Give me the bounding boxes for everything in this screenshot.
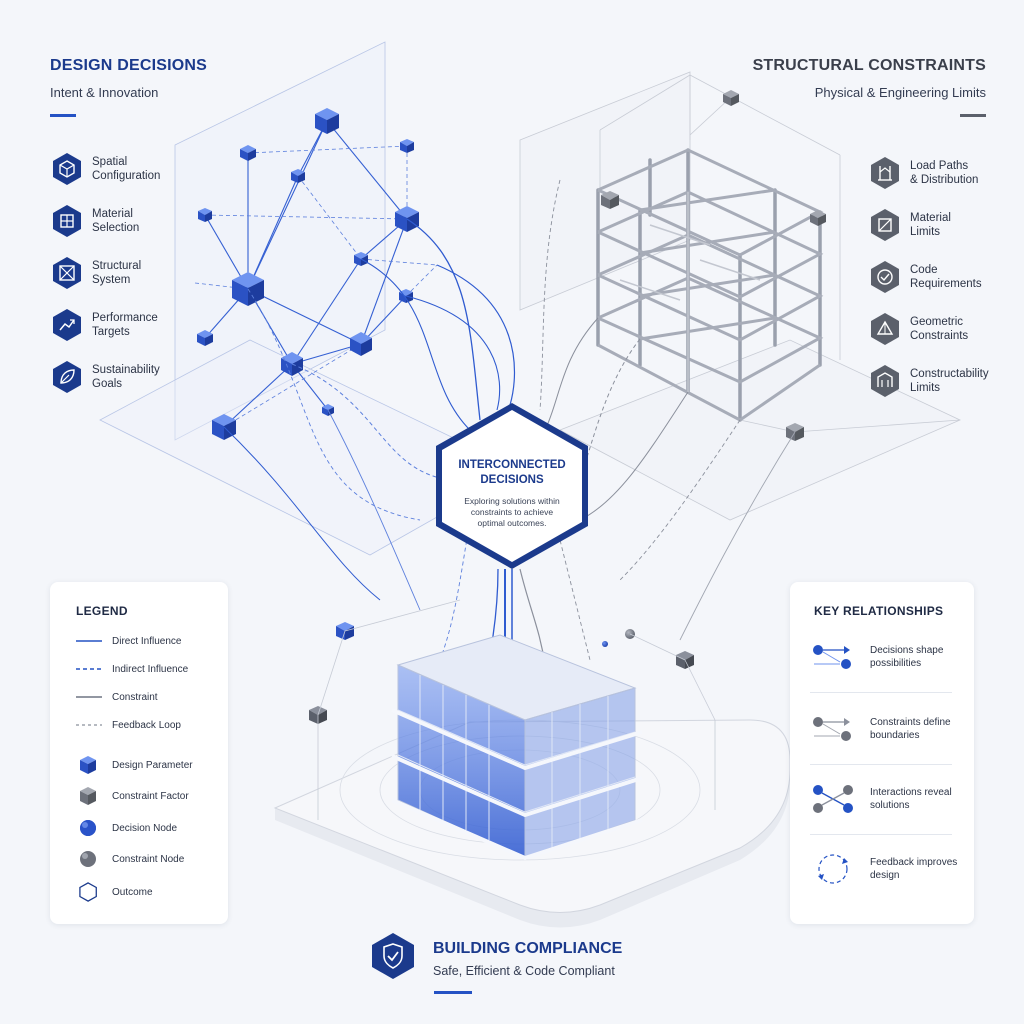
outcome-hexagon-text: INTERCONNECTED DECISIONS Exploring solut…: [442, 458, 582, 529]
design-item-label: Material Selection: [92, 208, 140, 234]
design-decisions-title: DESIGN DECISIONS: [50, 57, 208, 74]
compliance-rule: [434, 991, 472, 994]
design-decisions-header: DESIGN DECISIONS Intent & Innovation: [50, 57, 207, 117]
key-relationships-title: KEY RELATIONSHIPS: [814, 604, 944, 618]
spatial-icon: [53, 153, 81, 185]
constraint-item-label: Load Paths & Distribution: [910, 160, 979, 186]
material-limits-icon: [871, 209, 899, 241]
relationship-row: Feedback improves design: [810, 852, 957, 886]
constraint-item-label: Constructability Limits: [910, 368, 989, 394]
structural-frame: [596, 74, 961, 433]
load-paths-icon: [871, 157, 899, 189]
solid-blue-line-icon: [76, 640, 102, 642]
compliance-title: BUILDING COMPLIANCE: [433, 940, 623, 957]
dashed-blue-line-icon: [76, 668, 102, 670]
legend-row: Feedback Loop: [74, 715, 181, 735]
solid-gray-line-icon: [76, 696, 102, 698]
constraint-item-constructability: Constructability Limits: [868, 364, 989, 398]
interactions-reveal-icon: [813, 785, 853, 813]
design-network-dashed-links: [194, 145, 438, 428]
center-description: Exploring solutions within constraints t…: [464, 496, 560, 528]
center-title: INTERCONNECTED DECISIONS: [458, 459, 566, 486]
legend-row: Indirect Influence: [74, 659, 188, 679]
gray-sphere-icon: [80, 851, 96, 867]
compliant-building: [391, 634, 643, 861]
blue-cube-icon: [80, 756, 96, 774]
constraint-item-geometric: Geometric Constraints: [868, 312, 968, 346]
relationship-row: Constraints define boundaries: [810, 712, 951, 746]
relationship-divider: [810, 764, 952, 765]
code-icon: [871, 261, 899, 293]
legend-row: Design Parameter: [74, 755, 193, 775]
compliance-text: BUILDING COMPLIANCE Safe, Efficient & Co…: [433, 940, 622, 978]
constraint-item-load-paths: Load Paths & Distribution: [868, 156, 978, 190]
legend-title: LEGEND: [76, 604, 128, 618]
constraints-define-icon: [813, 717, 851, 741]
decisions-shape-icon: [813, 645, 851, 669]
design-item-structural: Structural System: [50, 256, 141, 290]
influence-flow-lines: [223, 179, 796, 666]
constraint-item-code: Code Requirements: [868, 260, 982, 294]
feedback-loop-icon: [818, 854, 848, 884]
constraint-item-label: Code Requirements: [910, 264, 982, 290]
constraint-item-label: Geometric Constraints: [910, 316, 969, 342]
blue-sphere-icon: [80, 820, 96, 836]
constructability-icon: [871, 365, 899, 397]
constraint-item-material-limits: Material Limits: [868, 208, 951, 242]
design-item-performance: Performance Targets: [50, 308, 158, 342]
legend-row: Outcome: [74, 882, 153, 902]
legend-row: Constraint Node: [74, 849, 184, 869]
structure-icon: [53, 257, 81, 289]
constraint-factor-cubes: [601, 90, 826, 441]
key-relationships-card: KEY RELATIONSHIPS Decisions shape possib…: [790, 582, 974, 924]
geometry-icon: [871, 313, 899, 345]
design-network-planes: [99, 41, 521, 556]
outer-construction-lines: [317, 599, 716, 820]
outcome-hexagon: [436, 403, 588, 569]
structural-constraints-header: STRUCTURAL CONSTRAINTS Physical & Engine…: [753, 57, 986, 117]
legend-row: Constraint Factor: [74, 786, 189, 806]
hexagon-outline-icon: [79, 882, 97, 902]
legend-row: Constraint: [74, 687, 158, 707]
relationship-row: Decisions shape possibilities: [810, 640, 943, 674]
design-item-label: Sustainability Goals: [92, 364, 160, 390]
legend-card: LEGEND Direct Influence Indirect Influen…: [50, 582, 228, 924]
gray-cube-icon: [80, 787, 96, 805]
relationship-row: Interactions reveal solutions: [810, 782, 952, 816]
structural-constraints-subtitle: Physical & Engineering Limits: [814, 85, 986, 100]
legend-row: Decision Node: [74, 818, 177, 838]
structural-constraints-title: STRUCTURAL CONSTRAINTS: [752, 57, 986, 74]
relationship-divider: [810, 692, 952, 693]
dashed-gray-line-icon: [76, 724, 102, 726]
constraint-item-label: Material Limits: [910, 212, 951, 238]
compliance-subtitle: Safe, Efficient & Code Compliant: [433, 964, 615, 978]
performance-icon: [53, 309, 81, 341]
design-item-spatial: Spatial Configuration: [50, 152, 160, 186]
structural-title-rule: [960, 114, 986, 117]
design-title-rule: [50, 114, 76, 117]
design-item-label: Spatial Configuration: [92, 156, 161, 182]
sustainability-icon: [53, 361, 81, 393]
design-decisions-subtitle: Intent & Innovation: [50, 85, 159, 100]
material-icon: [53, 205, 81, 237]
design-item-label: Performance Targets: [92, 312, 158, 338]
design-item-sustainability: Sustainability Goals: [50, 360, 160, 394]
design-item-material: Material Selection: [50, 204, 139, 238]
building-compliance-block: BUILDING COMPLIANCE Safe, Efficient & Co…: [370, 932, 622, 980]
design-item-label: Structural System: [92, 260, 142, 286]
relationship-divider: [810, 834, 952, 835]
shield-check-icon: [372, 933, 414, 979]
legend-row: Direct Influence: [74, 631, 181, 651]
